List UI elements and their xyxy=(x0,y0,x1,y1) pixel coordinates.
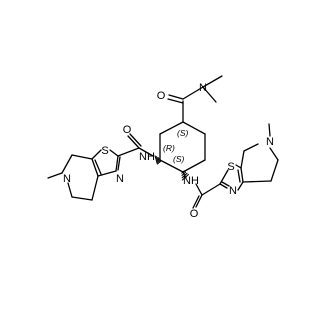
atom-n-right-methyl: N xyxy=(266,136,274,148)
atom-nh-left: NH xyxy=(139,151,155,163)
atom-o-left-amide: O xyxy=(123,124,132,136)
atom-labels: N O (S) (R) (S) NH O S N N NH O S N N xyxy=(63,82,274,220)
stereo-bonds xyxy=(154,155,189,181)
atom-s-right: S xyxy=(227,161,234,173)
atom-s-left: S xyxy=(101,145,108,157)
atom-o-dimethylamide: O xyxy=(157,90,166,102)
atom-n-right-thiazole: N xyxy=(229,185,237,197)
atom-n-dimethyl: N xyxy=(199,82,207,94)
atom-n-left-methyl: N xyxy=(63,173,71,185)
atom-nh-right: NH xyxy=(183,175,199,187)
stereo-label-s-top: (S) xyxy=(177,128,189,138)
stereo-label-s-bottom: (S) xyxy=(173,154,185,164)
bond-lines xyxy=(47,75,279,209)
stereo-label-r: (R) xyxy=(163,143,175,153)
atom-n-left-thiazole: N xyxy=(116,173,124,185)
atom-o-right-amide: O xyxy=(190,208,199,220)
